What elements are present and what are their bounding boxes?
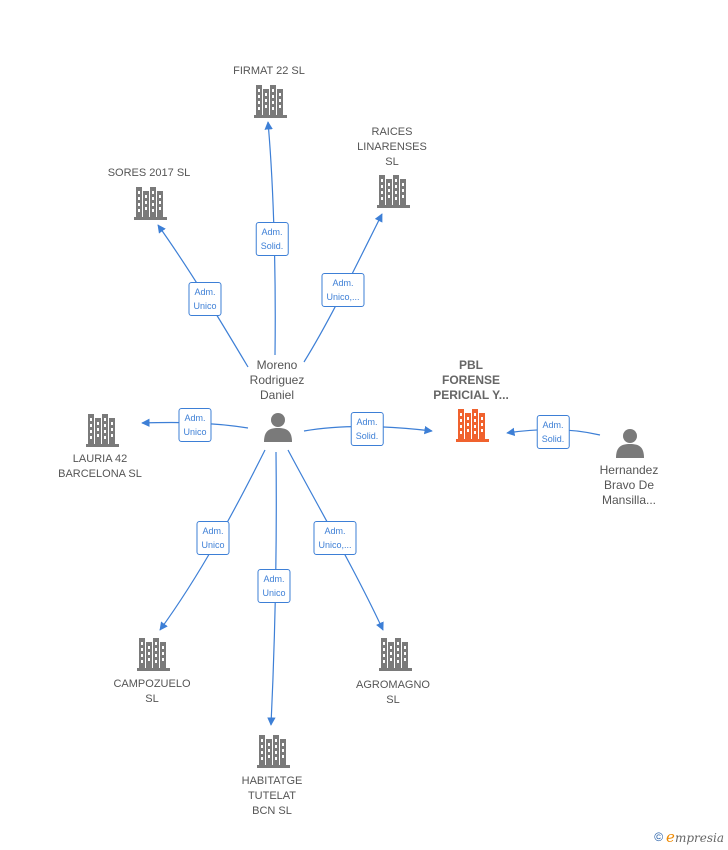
node-label-sores[interactable]: SORES 2017 SL xyxy=(107,167,191,179)
edge-label-pbl[interactable]: Adm. Solid. xyxy=(350,412,384,446)
node-label-raices[interactable]: RAICES LINARENSES SL xyxy=(357,126,427,168)
node-label-moreno[interactable]: Moreno Rodriguez Daniel xyxy=(249,358,305,402)
edge-label-sores[interactable]: Adm. Unico xyxy=(188,282,222,316)
building-icon[interactable] xyxy=(377,175,410,208)
node-label-firmat[interactable]: FIRMAT 22 SL xyxy=(233,65,305,77)
edge-label-habitatge[interactable]: Adm. Unico xyxy=(257,569,291,603)
person-icon[interactable] xyxy=(616,429,644,458)
building-icon[interactable] xyxy=(86,414,119,447)
edge-label-agromagno[interactable]: Adm. Unico,... xyxy=(313,521,357,555)
person-icon[interactable] xyxy=(264,413,292,442)
edge-label-raices[interactable]: Adm. Unico,... xyxy=(321,273,365,307)
building-icon[interactable] xyxy=(257,735,290,768)
node-label-agromagno[interactable]: AGROMAGNO SL xyxy=(356,679,430,706)
building-icon[interactable] xyxy=(456,409,489,442)
node-label-lauria[interactable]: LAURIA 42 BARCELONA SL xyxy=(58,453,142,480)
building-icon[interactable] xyxy=(254,85,287,118)
edge-label-firmat[interactable]: Adm. Solid. xyxy=(255,222,289,256)
edge-label-hernandez[interactable]: Adm. Solid. xyxy=(536,415,570,449)
building-icon[interactable] xyxy=(379,638,412,671)
building-icon[interactable] xyxy=(137,638,170,671)
copyright-icon: © xyxy=(654,830,664,844)
edge-label-lauria[interactable]: Adm. Unico xyxy=(178,408,212,442)
building-icon[interactable] xyxy=(134,187,167,220)
node-label-pbl[interactable]: PBL FORENSE PERICIAL Y... xyxy=(433,358,509,402)
node-label-campozuelo[interactable]: CAMPOZUELO SL xyxy=(113,678,191,705)
edge-label-campozuelo[interactable]: Adm. Unico xyxy=(196,521,230,555)
brand-logo: empresia xyxy=(666,828,724,846)
node-label-hernandez[interactable]: Hernandez Bravo De Mansilla... xyxy=(599,463,659,507)
node-label-habitatge[interactable]: HABITATGE TUTELAT BCN SL xyxy=(241,775,303,817)
brand-footer[interactable]: © empresia xyxy=(654,828,724,846)
